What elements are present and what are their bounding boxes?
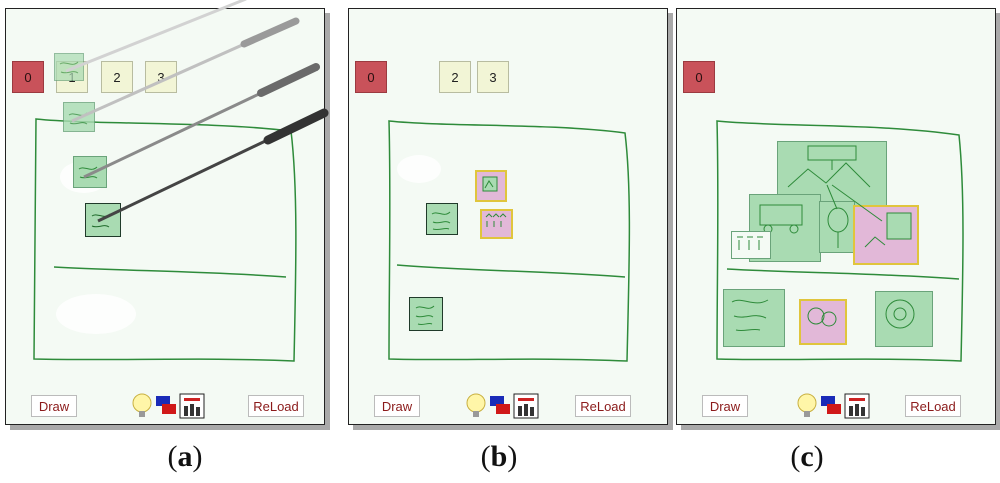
note-thumbnail[interactable] [63,102,95,132]
pen-tray-icon [179,393,205,419]
draw-button[interactable]: Draw [374,395,420,417]
caption-a: (a) [167,440,203,473]
note-thumbnail[interactable] [799,299,847,345]
caption-b: (b) [480,440,518,473]
lightbulb-icon [466,393,486,417]
note-thumbnail[interactable] [409,297,443,331]
panel-b: 0 2 3 Draw ReLoad [348,8,668,425]
lightbulb-icon [132,393,152,417]
note-thumbnail[interactable] [723,289,785,347]
container-sketch [388,120,631,362]
draw-button[interactable]: Draw [31,395,77,417]
draw-button[interactable]: Draw [702,395,748,417]
lightbulb-icon [797,393,817,417]
container-sketch [716,120,964,362]
page-button-2[interactable]: 2 [101,61,133,93]
panel-a: 0 1 2 3 Draw ReLoad [5,0,329,425]
reload-button[interactable]: ReLoad [905,395,961,417]
note-thumbnail[interactable] [426,203,458,235]
concept-note-people[interactable] [731,231,771,259]
tool-icons [130,392,206,420]
reload-button[interactable]: ReLoad [575,395,631,417]
tool-icons [795,392,871,420]
stylus-trail-icon [65,0,329,223]
page-button-0[interactable]: 0 [12,61,44,93]
note-thumbnail[interactable] [875,291,933,347]
concept-note-pink[interactable] [853,205,919,265]
tool-icons [464,392,540,420]
page-button-0[interactable]: 0 [683,61,715,93]
page-button-0[interactable]: 0 [355,61,387,93]
note-thumbnail[interactable] [475,170,507,202]
concept-note-tree[interactable] [819,201,855,253]
page-button-3[interactable]: 3 [477,61,509,93]
color-palette-icon [156,396,176,414]
panel-c: 0 Draw ReLoad [676,8,996,425]
color-palette-icon [490,396,510,414]
concept-link-lines [826,184,883,222]
note-thumbnail[interactable] [480,209,513,239]
pen-tray-icon [844,393,870,419]
reload-button[interactable]: ReLoad [248,395,304,417]
page-button-2[interactable]: 2 [439,61,471,93]
note-thumbnail[interactable] [73,156,107,188]
pen-tray-icon [513,393,539,419]
caption-c: (c) [790,440,824,473]
color-palette-icon [821,396,841,414]
